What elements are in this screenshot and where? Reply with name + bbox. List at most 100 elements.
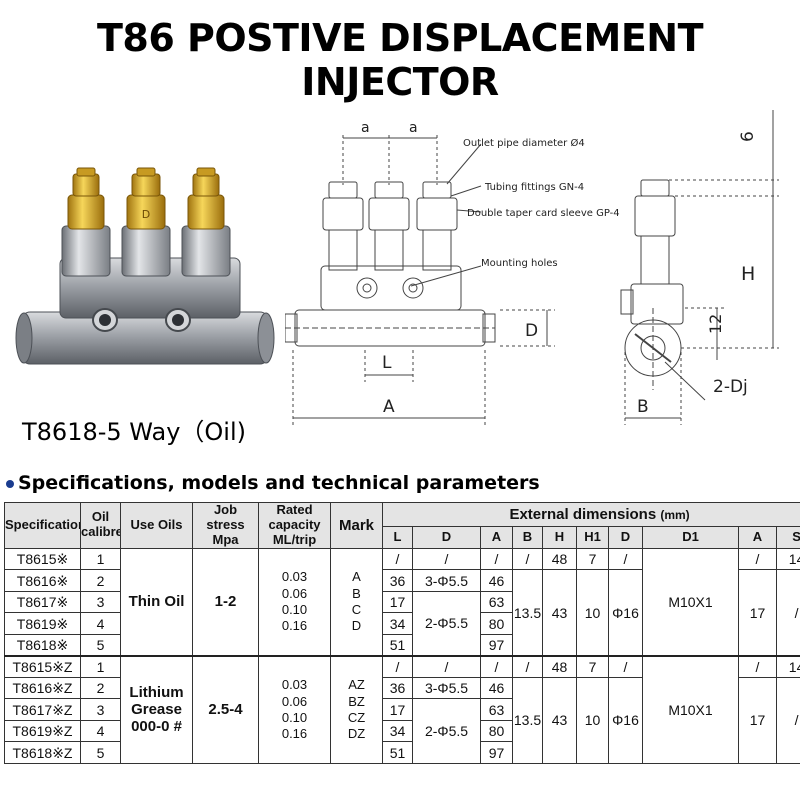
cell-calibre: 2 (80, 676, 121, 700)
cell-D2: Φ16 (608, 569, 643, 657)
cell-spec: T8617※Z (4, 698, 81, 721)
dim-six: 6 (738, 131, 758, 142)
dim-D: D (525, 321, 538, 341)
section-heading: Specifications, models and technical par… (6, 472, 540, 494)
label-tubing: Tubing fittings GN-4 (484, 182, 584, 193)
cell-D2: / (608, 547, 643, 571)
section-heading-text: Specifications, models and technical par… (18, 472, 540, 494)
page-title: T86 POSTIVE DISPLACEMENT INJECTOR (96, 16, 704, 104)
cell-B: / (512, 547, 543, 571)
external-title: External dimensions (509, 506, 657, 524)
cell-L: 51 (382, 741, 413, 764)
cell-H1: 10 (576, 676, 609, 764)
cell-A: 80 (480, 719, 513, 743)
capacity-value: 0.03 (281, 677, 308, 693)
cell-D: 3-Φ5.5 (412, 676, 481, 700)
table-row: T8616※Z 2 36 3-Φ5.5 46 13.5 43 10 Φ16 17… (4, 676, 800, 764)
spec-table: Specification Oil calibre Use Oils Job s… (4, 501, 800, 764)
header-external-dimensions: External dimensions (mm) (381, 501, 800, 528)
valve-mark: D (142, 208, 150, 221)
cell-spec: T8617※ (4, 590, 81, 614)
capacity-value: 0.06 (281, 585, 308, 601)
dim-A: A (383, 397, 395, 417)
cell-L: 17 (382, 590, 413, 614)
dim-dj: 2-Dj (713, 377, 748, 397)
header-col-H1: H1 (576, 526, 609, 549)
cell-spec: T8615※ (4, 547, 81, 571)
cell-A2: 17 (738, 676, 777, 764)
mark-value: DZ (347, 726, 366, 742)
cell-A: / (480, 654, 513, 678)
dim-H: H (741, 263, 755, 285)
drawing-fittings (322, 181, 458, 271)
header-col-D2: D (608, 526, 643, 549)
cell-calibre: 2 (80, 569, 121, 592)
header-col-H: H (542, 526, 577, 549)
cell-A: 63 (480, 698, 513, 721)
cell-A: 46 (480, 569, 513, 592)
header-col-L: L (382, 526, 413, 549)
cell-D1: M10X1 (642, 654, 739, 764)
table-row: T8615※Z 1 Lithium Grease 000-0 # 2.5-4 0… (4, 654, 800, 764)
header-job-stress: Job stress Mpa (192, 502, 259, 549)
dim-a-left: a (361, 120, 370, 136)
header-col-D: D (412, 526, 481, 549)
cell-calibre: 1 (80, 654, 121, 678)
capacity-value: 0.16 (281, 618, 308, 634)
cell-S: 14 (775, 547, 800, 571)
cell-S: / (775, 569, 800, 657)
capacity-value: 0.06 (281, 693, 308, 709)
cell-L: / (382, 654, 413, 678)
mark-value: BZ (348, 693, 365, 709)
cell-A: 46 (480, 676, 513, 700)
cell-spec: T8616※ (4, 569, 81, 592)
cell-B: 13.5 (512, 676, 543, 764)
mark-value: C (351, 601, 362, 617)
cell-L: 17 (382, 698, 413, 721)
cell-capacity: 0.03 0.06 0.10 0.16 (258, 547, 331, 657)
cell-D: 3-Φ5.5 (412, 569, 481, 592)
label-outlet: Outlet pipe diameter Ø4 (463, 137, 585, 149)
cell-A: 80 (480, 612, 513, 635)
table-row: T8618※Z 5 51 97 (4, 741, 800, 764)
cell-mark: AZ BZ CZ DZ (330, 654, 383, 764)
table-row: T8615※ 1 Thin Oil 1-2 0.03 0.06 0.10 0.1… (4, 547, 800, 657)
cell-L: 51 (382, 633, 413, 657)
cell-A2: 17 (738, 569, 777, 657)
cell-A: 63 (480, 590, 513, 614)
table-row: T8617※ 3 17 2-Φ5.5 63 (4, 590, 800, 657)
dim-B: B (637, 397, 649, 417)
label-mounting: Mounting holes (481, 258, 558, 269)
cell-spec: T8615※Z (4, 654, 81, 678)
cell-calibre: 5 (80, 633, 121, 657)
cell-A2: / (738, 547, 777, 571)
mark-value: AZ (348, 677, 365, 693)
cell-H: 43 (542, 676, 577, 764)
cell-spec: T8618※ (4, 633, 81, 657)
cell-calibre: 1 (80, 547, 121, 571)
cell-H1: 7 (576, 654, 609, 678)
cell-D: / (412, 547, 481, 571)
header-oil-calibre: Oil calibre (80, 502, 121, 549)
cell-D: / (412, 654, 481, 678)
cell-calibre: 4 (80, 612, 121, 635)
cell-L: 36 (382, 569, 413, 592)
label-sleeve: Double taper card sleeve GP-4 (467, 208, 620, 219)
cell-spec: T8619※Z (4, 719, 81, 743)
cell-D2: / (608, 654, 643, 678)
cell-L: 34 (382, 719, 413, 743)
header-mark: Mark (330, 502, 383, 549)
cell-capacity: 0.03 0.06 0.10 0.16 (258, 654, 331, 764)
cell-A: / (480, 547, 513, 571)
table-row: T8616※ 2 36 3-Φ5.5 46 13.5 43 10 Φ16 17 … (4, 569, 800, 657)
header-col-D1: D1 (642, 526, 739, 549)
cell-A2: / (738, 654, 777, 678)
technical-drawing: a a D L A Outlet pipe diameter Ø4 Tubing… (285, 110, 779, 425)
capacity-value: 0.16 (281, 726, 308, 742)
dim-L: L (382, 353, 392, 373)
cell-job-stress: 1-2 (192, 547, 259, 657)
product-photo: D (15, 167, 275, 365)
header-col-B: B (512, 526, 543, 549)
cell-L: 34 (382, 612, 413, 635)
cell-A: 97 (480, 741, 513, 764)
